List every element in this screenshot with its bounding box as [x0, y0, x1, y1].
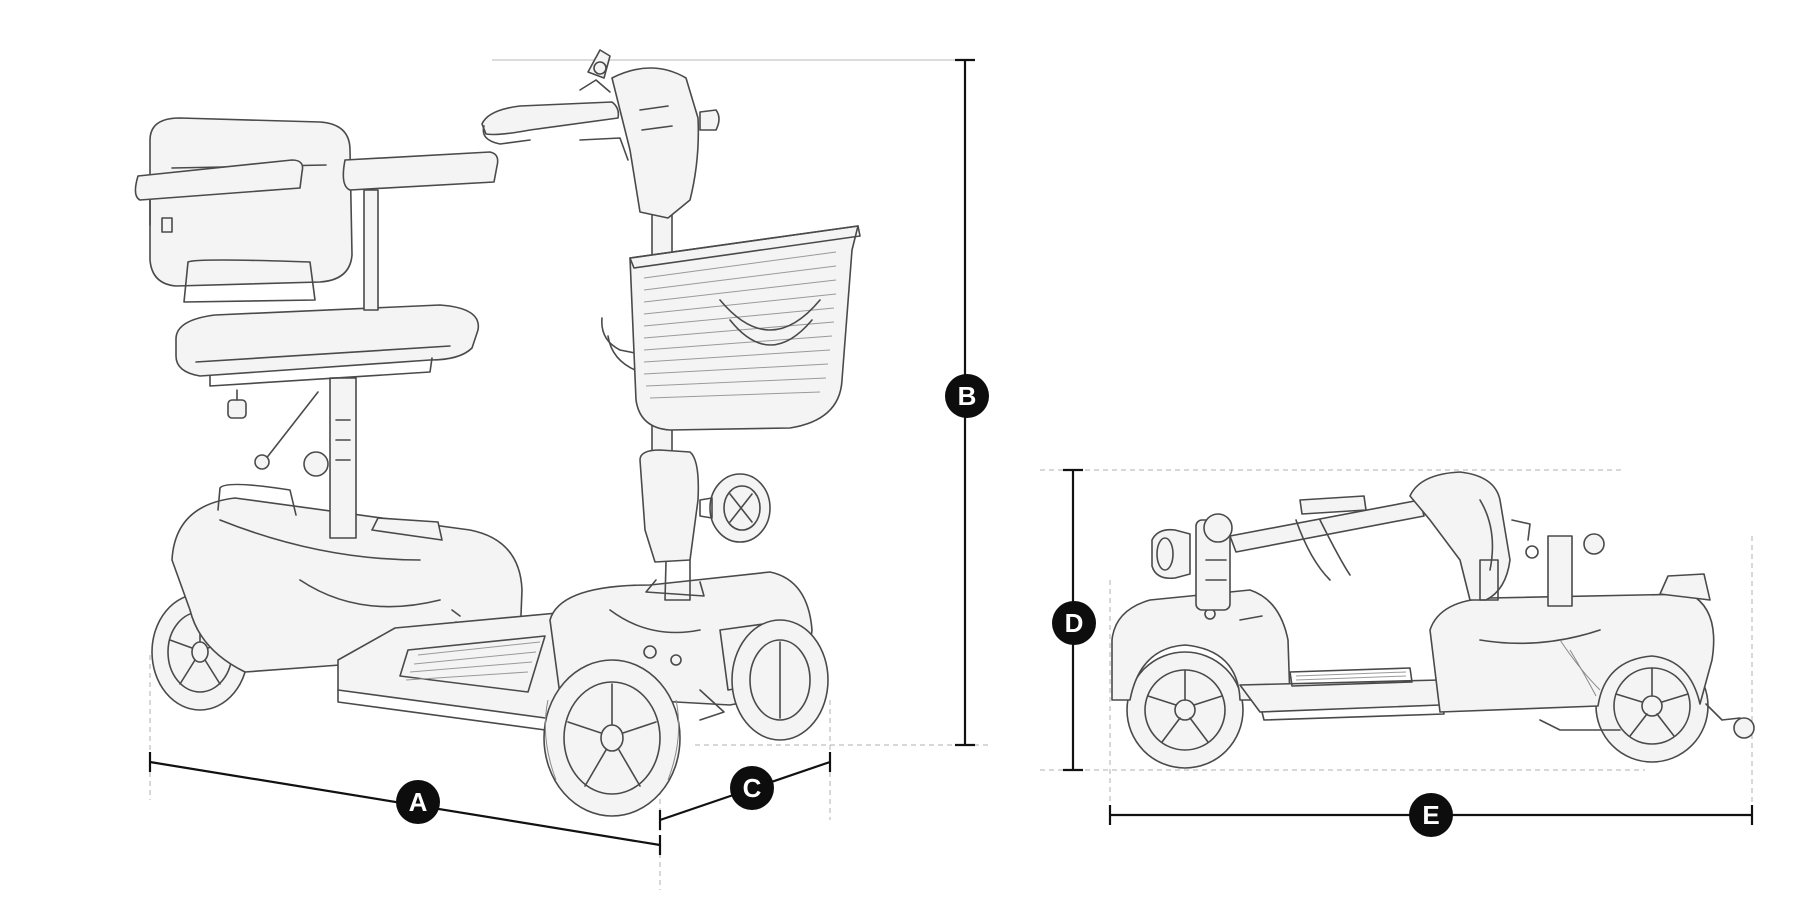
folded-seat-post — [1525, 533, 1605, 607]
folded-headlight — [1151, 513, 1233, 611]
seat-post — [227, 377, 357, 539]
dimension-badge-d: D — [1052, 601, 1096, 645]
handlebar-assembly — [481, 49, 720, 219]
assembled-scooter-illustration — [134, 49, 990, 890]
dimension-label-c: C — [743, 773, 762, 803]
headlight — [699, 473, 771, 543]
folded-front-wheel — [1595, 649, 1709, 763]
dimension-label-a: A — [409, 787, 428, 817]
dimension-badge-e: E — [1409, 793, 1453, 837]
folded-front-body — [1429, 573, 1755, 739]
dimension-badge-a: A — [396, 780, 440, 824]
basket — [601, 225, 861, 431]
folded-tiller — [1229, 471, 1531, 601]
front-right-wheel — [731, 619, 829, 741]
dimension-badge-c: C — [730, 766, 774, 810]
floor-deck — [337, 609, 591, 733]
seat — [134, 117, 499, 387]
folded-rear-fender — [1111, 589, 1291, 701]
dimension-label-d: D — [1065, 608, 1084, 638]
dimension-label-b: B — [958, 381, 977, 411]
folded-scooter-illustration — [1040, 469, 1755, 808]
front-left-wheel — [543, 659, 681, 817]
folded-rear-wheel — [1126, 651, 1244, 769]
dimension-label-e: E — [1422, 800, 1439, 830]
dimension-badge-b: B — [945, 374, 989, 418]
